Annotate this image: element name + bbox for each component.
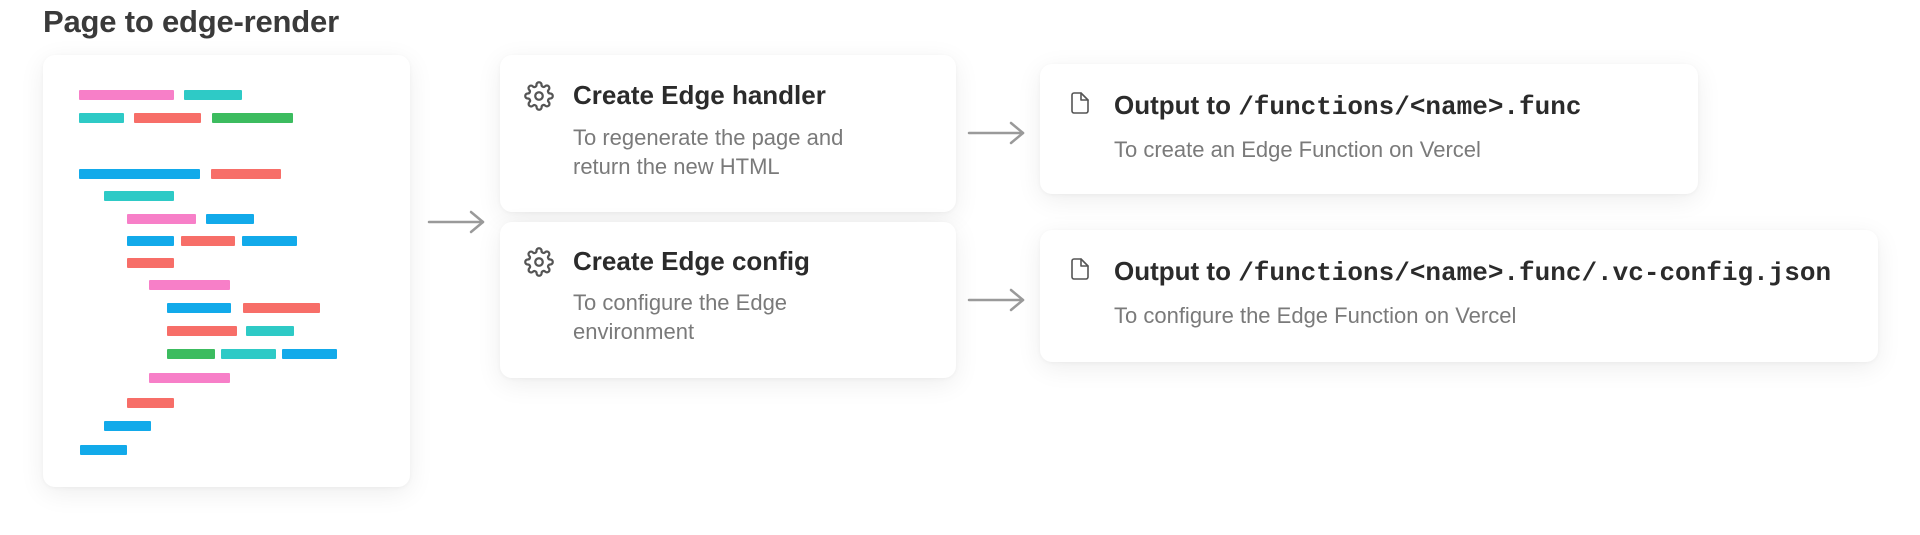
code-line-red [127,398,174,408]
step-description: To configure the Edge environment [573,288,787,346]
output-title: Output to /functions/<name>.func/.vc-con… [1114,255,1831,289]
code-line-teal [184,90,242,100]
page-title: Page to edge-render [43,4,339,39]
step-description-line: To configure the Edge [573,290,788,315]
code-line-pink [127,214,196,224]
code-line-red [134,113,201,123]
output-prefix: Output to [1114,90,1239,120]
code-line-blue [242,236,297,246]
output-description: To configure the Edge Function on Vercel [1114,303,1517,328]
gear-icon [524,81,554,111]
file-icon [1071,258,1089,280]
code-line-red [181,236,235,246]
output-config-card: Output to /functions/<name>.func/.vc-con… [1040,230,1878,362]
code-line-pink [149,373,230,383]
code-line-pink [149,280,230,290]
step-title: Create Edge config [573,246,810,276]
code-line-red [243,303,320,313]
code-line-blue [79,169,200,179]
code-line-green [212,113,293,123]
code-line-blue [167,303,231,313]
code-line-red [127,258,174,268]
code-line-blue [127,236,174,246]
arrow-right-icon [967,288,1025,312]
code-line-red [167,326,237,336]
code-line-blue [206,214,254,224]
output-prefix: Output to [1114,256,1239,286]
arrow-right-icon [967,121,1025,145]
gear-icon [524,247,554,277]
create-edge-handler-card: Create Edge handler To regenerate the pa… [500,55,956,212]
code-line-blue [80,445,127,455]
code-line-blue [282,349,337,359]
arrow-right-icon [427,210,485,234]
output-func-card: Output to /functions/<name>.func To crea… [1040,64,1698,194]
output-path: /functions/<name>.func [1238,92,1582,122]
step-description-line: return the new HTML [573,154,780,179]
output-title: Output to /functions/<name>.func [1114,89,1581,123]
step-description-line: To regenerate the page and [573,125,844,150]
code-line-teal [79,113,124,123]
step-description: To regenerate the page and return the ne… [573,123,843,181]
code-line-teal [104,191,174,201]
code-line-teal [246,326,294,336]
code-line-pink [79,90,174,100]
create-edge-config-card: Create Edge config To configure the Edge… [500,222,956,378]
step-description-line: environment [573,319,695,344]
code-illustration-card [43,55,410,487]
code-line-blue [104,421,151,431]
code-line-teal [221,349,276,359]
output-path: /functions/<name>.func/.vc-config.json [1238,258,1832,288]
step-title: Create Edge handler [573,80,826,110]
code-line-red [211,169,281,179]
output-description: To create an Edge Function on Vercel [1114,137,1481,162]
file-icon [1071,92,1089,114]
code-line-green [167,349,215,359]
